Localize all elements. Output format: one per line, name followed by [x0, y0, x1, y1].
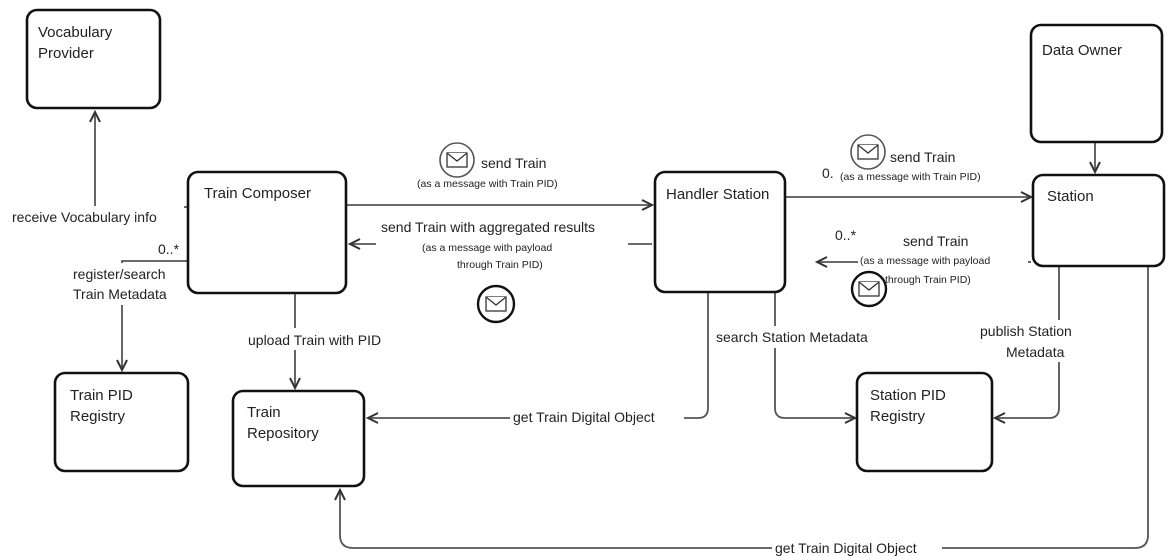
envelope-icon [439, 142, 475, 178]
station-box: Station [1031, 173, 1166, 268]
message-icons [439, 134, 888, 324]
vocabulary-provider-label-line-1: Vocabulary [38, 24, 113, 41]
send-train-multiplicity-label: 0. [822, 165, 834, 181]
send-train-label-2: send Train [890, 149, 955, 165]
envelope-icon [850, 134, 886, 170]
edge-composer-to-train-pid-registry [116, 260, 188, 373]
nodes: Vocabulary Provider Train Composer Train… [25, 8, 1166, 488]
composer-multiplicity-label: 0..* [158, 241, 180, 257]
edge-labels: receive Vocabulary info 0..* register/se… [8, 149, 1088, 556]
vocabulary-provider-label-line-2: Provider [38, 45, 94, 62]
station-pid-registry-box: Station PID Registry [855, 371, 994, 473]
train-repository-label-line-2: Repository [247, 425, 319, 442]
train-pid-registry-box: Train PID Registry [53, 371, 190, 473]
edge-composer-to-vocabulary [89, 109, 188, 208]
send-aggregated-sublabel-line-2: through Train PID) [457, 259, 543, 271]
vocabulary-provider-box: Vocabulary Provider [25, 8, 162, 110]
send-aggregated-sublabel-line-1: (as a message with payload [422, 242, 552, 254]
publish-station-metadata-label-line-2: Metadata [1006, 344, 1065, 360]
send-train-label-1: send Train [481, 155, 546, 171]
envelope-icon [850, 270, 888, 308]
send-train-sublabel-3-line-2: through Train PID) [885, 274, 971, 286]
send-train-sublabel-2: (as a message with Train PID) [840, 171, 981, 183]
edge-station-to-repository [334, 266, 1149, 549]
station-label: Station [1047, 188, 1094, 205]
search-station-metadata-label: search Station Metadata [716, 329, 868, 345]
publish-station-metadata-label-line-1: publish Station [980, 323, 1072, 339]
send-train-sublabel-1: (as a message with Train PID) [417, 178, 558, 190]
upload-train-label: upload Train with PID [248, 332, 381, 348]
get-train-object-label-2: get Train Digital Object [775, 540, 917, 556]
envelope-icon [476, 284, 516, 324]
receive-vocabulary-label: receive Vocabulary info [12, 209, 157, 225]
train-pid-registry-label-line-1: Train PID [70, 387, 133, 404]
station-pid-registry-label-line-2: Registry [870, 408, 926, 425]
train-pid-registry-label-line-2: Registry [70, 408, 126, 425]
register-search-label-line-2: Train Metadata [73, 286, 167, 302]
train-repository-label-line-1: Train [247, 404, 281, 421]
data-owner-box: Data Owner [1029, 23, 1164, 144]
train-composer-box: Train Composer [186, 170, 348, 295]
return-multiplicity-label: 0..* [835, 227, 857, 243]
train-repository-box: Train Repository [231, 389, 366, 488]
send-aggregated-label: send Train with aggregated results [381, 219, 595, 235]
handler-station-box: Handler Station [653, 170, 787, 294]
data-owner-label: Data Owner [1042, 42, 1122, 59]
edge-handler-to-repository [365, 292, 709, 424]
handler-station-label: Handler Station [666, 186, 769, 203]
train-composer-label: Train Composer [204, 185, 311, 202]
edge-handler-to-station-pid-registry [774, 292, 858, 424]
register-search-label-line-1: register/search [73, 266, 166, 282]
station-pid-registry-label-line-1: Station PID [870, 387, 946, 404]
edge-station-to-station-pid-registry [992, 266, 1060, 424]
send-train-sublabel-3-line-1: (as a message with payload [860, 255, 990, 267]
send-train-label-3: send Train [903, 233, 968, 249]
get-train-object-label-1: get Train Digital Object [513, 409, 655, 425]
